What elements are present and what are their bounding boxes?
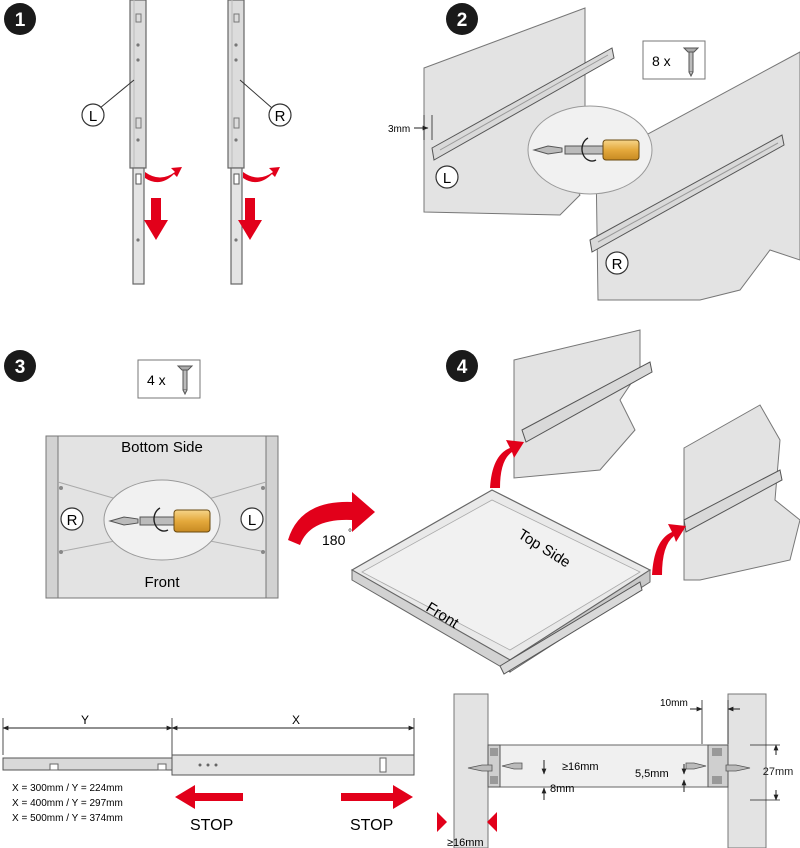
step-1-number: 1 (15, 10, 26, 31)
rail-left-step4 (521, 361, 653, 443)
step-4-badge: 4 (446, 350, 478, 382)
step-3-badge: 3 (4, 350, 36, 382)
stop-label-right: STOP (350, 817, 393, 834)
pull-arrow-right (238, 198, 262, 240)
dim-27mm: 27mm (763, 766, 794, 778)
insert-arrow-right (652, 524, 686, 575)
dim-5-5mm: 5,5mm (635, 768, 669, 780)
rail-outer-section (171, 754, 415, 776)
screw-section-inner-left (501, 762, 523, 770)
screw-section-left (467, 764, 493, 772)
step-1: 1 (4, 0, 292, 285)
dim-y-label: Y (81, 713, 89, 727)
svg-text:L: L (248, 512, 256, 529)
svg-text:L: L (89, 108, 97, 125)
lever-arrow-left (145, 167, 182, 183)
rotate-arrow: 180 ° (288, 492, 375, 548)
cross-section: 10mm ≥16mm 8mm 5,5mm 27mm ≥16mm (437, 693, 794, 848)
dim-10mm: 10mm (660, 698, 688, 709)
svg-text:2: 2 (457, 10, 468, 31)
rail-inner-section (2, 757, 173, 771)
screwdriver-icon-step2 (532, 137, 640, 162)
screwdriver-icon-step3 (108, 507, 211, 533)
rail-profile-right (707, 744, 729, 788)
dim-16mm-gap: ≥16mm (447, 837, 484, 848)
label-right-step3: R (60, 507, 84, 531)
step-2: 2 3mm L R (388, 3, 800, 301)
label-right-step1: R (268, 103, 292, 127)
svg-text:L: L (443, 170, 451, 187)
rail-right (227, 0, 245, 285)
screw-count-4: 4 x (147, 372, 166, 388)
screw-section-inner-right (685, 762, 707, 770)
screw-count-box-8 (642, 40, 706, 80)
svg-text:R: R (275, 108, 286, 125)
rail-right-step4 (683, 469, 783, 533)
label-front-step3: Front (144, 574, 180, 591)
svg-text:4: 4 (457, 357, 468, 378)
dim-x-label: X (292, 713, 300, 727)
label-left-step2: L (435, 165, 459, 189)
step-1-badge: 1 (4, 3, 36, 35)
svg-text:°: ° (348, 528, 352, 539)
rotate-degrees: 180 (322, 532, 346, 548)
svg-text:3: 3 (15, 357, 26, 378)
screw-count-8: 8 x (652, 53, 671, 69)
step-3: 3 4 x Bottom Side Front (4, 350, 279, 599)
dim-8mm: 8mm (550, 783, 574, 795)
stop-label-left: STOP (190, 817, 233, 834)
screw-icon-step3 (176, 365, 194, 396)
label-right-step2: R (605, 251, 629, 275)
step-4: 4 Top Side Front (350, 329, 800, 675)
rail-left (129, 0, 147, 285)
screw-section-right (725, 764, 751, 772)
label-left-step1: L (81, 103, 105, 127)
screw-icon-step2 (682, 47, 700, 78)
lever-arrow-right (243, 167, 280, 183)
label-bottom-side: Bottom Side (121, 439, 203, 456)
svg-text:R: R (67, 512, 78, 529)
label-left-step3: L (240, 507, 264, 531)
mounted-rail-left (431, 47, 615, 161)
pull-arrow-left (144, 198, 168, 240)
size-table: X = 300mm / Y = 224mm X = 400mm / Y = 29… (12, 783, 123, 824)
step-2-badge: 2 (446, 3, 478, 35)
rail-profile-left (487, 744, 501, 788)
size-row-500: X = 500mm / Y = 374mm (12, 813, 123, 824)
gap-arrow-right (487, 812, 497, 832)
drawer-tray (350, 489, 652, 675)
cabinet-side-right (595, 51, 800, 301)
extension-dimensions: Y X X = 300mm / Y = 224mm X = 400mm / Y … (2, 713, 415, 834)
svg-text:R: R (612, 256, 623, 273)
size-row-400: X = 400mm / Y = 297mm (12, 798, 123, 809)
stop-arrow-right (341, 785, 413, 809)
gap-arrow-left (437, 812, 447, 832)
stop-arrow-left (175, 785, 243, 809)
dim-16mm: ≥16mm (562, 761, 599, 773)
drawer-cross-section (497, 744, 711, 788)
dim-3mm: 3mm (388, 124, 410, 135)
insert-arrow-left (490, 440, 524, 488)
size-row-300: X = 300mm / Y = 224mm (12, 783, 123, 794)
